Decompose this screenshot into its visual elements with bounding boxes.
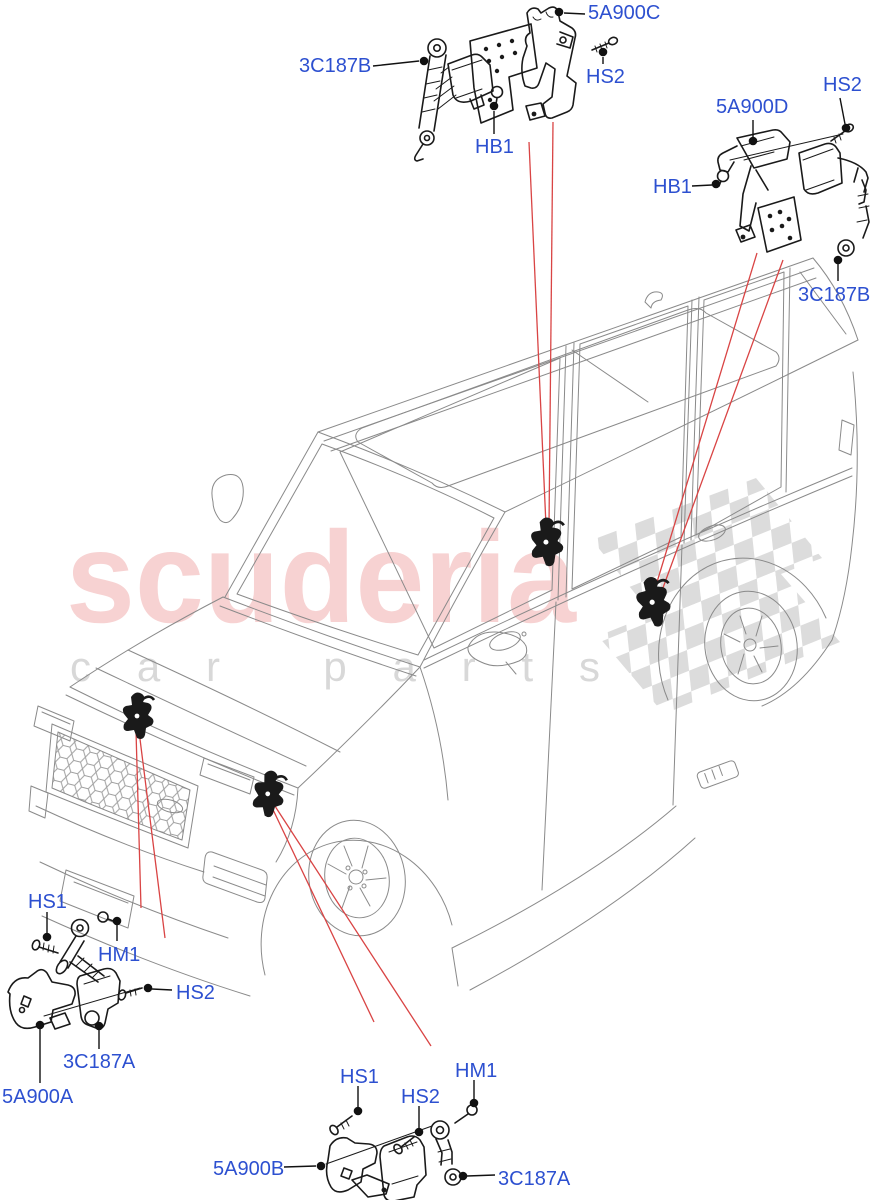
part-label-HS1-bottom-left[interactable]: HS1 (28, 891, 67, 913)
leader-dot-icon (489, 101, 499, 111)
assembly-bottom-left-5A900A (7, 911, 143, 1030)
leader-dot-icon (711, 179, 721, 189)
part-assemblies (7, 6, 870, 1200)
vehicle-line-art (28, 257, 859, 997)
part-label-HS1-bottom-center[interactable]: HS1 (340, 1066, 379, 1088)
leader-dot-icon (42, 932, 52, 942)
part-label-HM1-bottom-center[interactable]: HM1 (455, 1060, 498, 1082)
height-sensor-marker-icon (249, 767, 290, 821)
part-label-5A900B[interactable]: 5A900B (213, 1158, 285, 1180)
part-label-HS2-top-right[interactable]: HS2 (823, 74, 862, 96)
leader-dot-icon (458, 1171, 468, 1181)
part-label-HB1-top-right[interactable]: HB1 (653, 176, 692, 198)
part-label-3C187B-top-left[interactable]: 3C187B (299, 55, 372, 77)
red-locator-lines (135, 121, 784, 1047)
part-label-5A900D[interactable]: 5A900D (716, 96, 789, 118)
leader-dot-icon (112, 916, 122, 926)
leader-dot-icon (469, 1098, 479, 1108)
leader-lines (39, 12, 846, 1177)
leader-dot-icon (143, 983, 153, 993)
leader-dot-icon (414, 1127, 424, 1137)
part-label-HS2-bottom-center[interactable]: HS2 (401, 1086, 440, 1108)
leader-dot-icon (35, 1020, 45, 1030)
part-label-5A900C[interactable]: 5A900C (588, 2, 661, 24)
part-label-HS2-top-left[interactable]: HS2 (586, 66, 625, 88)
assembly-top-right-5A900D (716, 123, 870, 257)
part-label-HM1-bottom-left[interactable]: HM1 (98, 944, 141, 966)
leader-dot-icon (748, 136, 758, 146)
watermark-tagline-text: car parts (70, 643, 600, 690)
checkered-flag-lower (598, 566, 840, 714)
assembly-bottom-center-5A900B (325, 1104, 478, 1200)
leader-dot-icon (841, 123, 851, 133)
part-label-3C187B-top-right[interactable]: 3C187B (798, 284, 871, 306)
assembly-top-left-5A900C (413, 6, 619, 162)
watermark-brand-text: scuderia (66, 504, 578, 650)
part-label-3C187A-bottom-left[interactable]: 3C187A (63, 1051, 136, 1073)
part-label-HB1-top-left[interactable]: HB1 (475, 136, 514, 158)
watermark: scuderia car parts (66, 478, 840, 714)
leader-dot-icon (353, 1106, 363, 1116)
part-label-5A900A[interactable]: 5A900A (2, 1086, 74, 1108)
height-sensor-marker-icon (121, 691, 156, 741)
leader-dot-icon (833, 255, 843, 265)
leader-dot-icon (554, 7, 564, 17)
leader-dot-icon (598, 47, 608, 57)
leader-dot-icon (419, 56, 429, 66)
leader-dot-icon (94, 1021, 104, 1031)
leader-dot-icon (316, 1161, 326, 1171)
leader-dots (35, 7, 851, 1181)
part-label-3C187A-bottom-center[interactable]: 3C187A (498, 1168, 571, 1190)
part-label-HS2-bottom-left[interactable]: HS2 (176, 982, 215, 1004)
